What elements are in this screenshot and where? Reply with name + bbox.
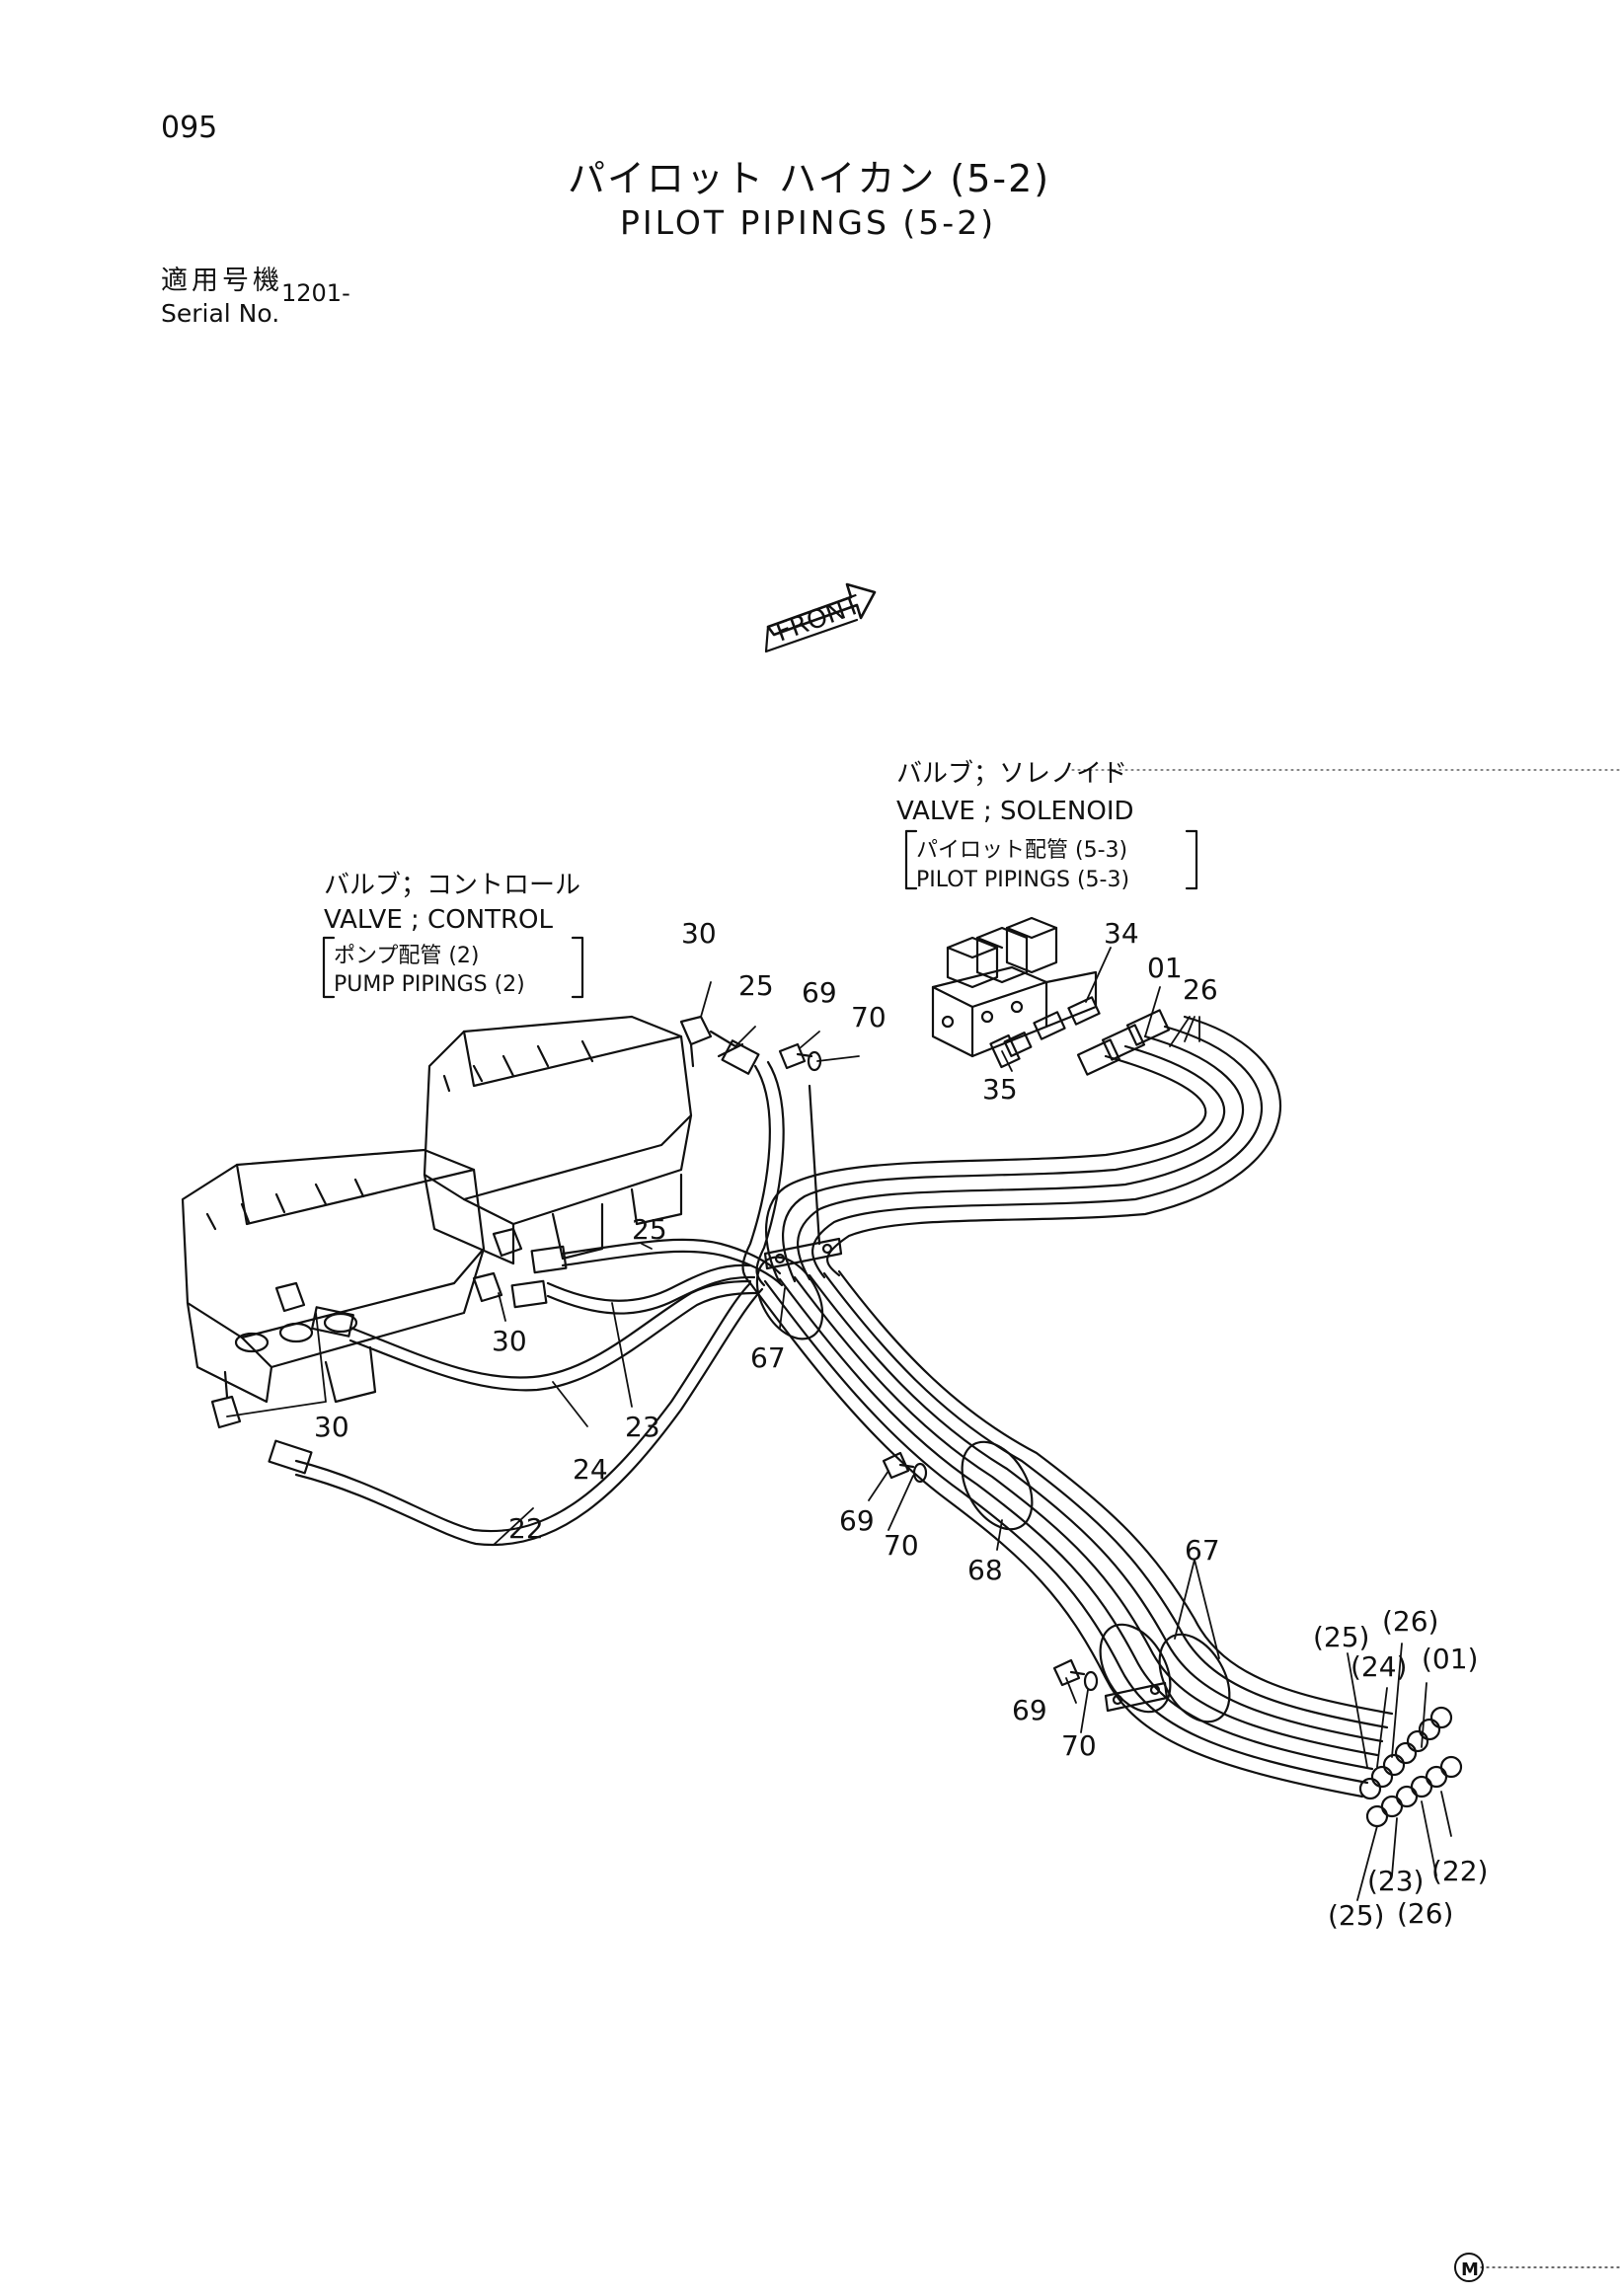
hose-23	[546, 1263, 752, 1302]
control-label-ja: バルブ；コントロール	[324, 871, 580, 900]
callout-25: 25	[632, 1213, 667, 1246]
solenoid-see-ja: パイロット配管 (5-3)	[916, 838, 1127, 863]
callout-68: 68	[967, 1554, 1003, 1586]
callout-22-ref: (22)	[1431, 1855, 1488, 1887]
connector-34	[1003, 996, 1101, 1057]
callout-67: 67	[750, 1341, 786, 1374]
front-arrow-label: FRONT	[772, 590, 865, 649]
control-valve-rear	[423, 1015, 693, 1265]
callout-70: 70	[884, 1529, 919, 1562]
front-arrow-icon: FRONT	[764, 582, 877, 653]
washer-70-middle	[912, 1462, 928, 1484]
solenoid-label-ja: バルブ；ソレノイド	[896, 759, 1127, 789]
footer-mark-icon: M	[1454, 2253, 1484, 2282]
hose-bundle-upper	[765, 1015, 1281, 1285]
callout-70: 70	[851, 1001, 887, 1033]
callout-69: 69	[802, 976, 837, 1009]
bolt-69-top	[778, 1042, 813, 1070]
page-title-japanese: パイロット ハイカン (5-2)	[568, 157, 1051, 200]
bolt-69-lower	[1052, 1658, 1086, 1687]
callout-35: 35	[982, 1073, 1018, 1106]
elbow-fitting-30-upper	[679, 1015, 713, 1068]
solenoid-reference-bracket	[904, 829, 1198, 890]
connector-35	[989, 1033, 1021, 1069]
solenoid-see-en: PILOT PIPINGS (5-3)	[916, 868, 1129, 892]
hose-end-connectors	[1358, 1706, 1463, 1828]
hose-22	[294, 1281, 752, 1533]
washer-70-lower	[1083, 1670, 1099, 1692]
control-see-en: PUMP PIPINGS (2)	[334, 972, 525, 997]
bracket-67-top	[755, 1084, 843, 1340]
callout-24: 24	[573, 1453, 608, 1486]
leader-lines	[226, 947, 1452, 1901]
control-see-ja: ポンプ配管 (2)	[334, 944, 480, 968]
control-reference-bracket	[322, 936, 584, 999]
solenoid-valve-block	[931, 916, 1098, 1058]
hose-25	[561, 1238, 782, 1275]
callout-25-ref: (25)	[1328, 1899, 1384, 1932]
callout-30: 30	[492, 1325, 527, 1357]
elbow-fitting-30-lower	[210, 1281, 306, 1429]
callout-01-ref: (01)	[1422, 1643, 1478, 1675]
callout-25-ref: (25)	[1313, 1621, 1369, 1653]
solenoid-label-en: VALVE ; SOLENOID	[896, 797, 1134, 826]
bracket-67-lower	[1099, 1623, 1231, 1723]
serial-number-value: 1201-	[281, 279, 350, 307]
callout-01: 01	[1147, 952, 1183, 984]
elbow-fitting-30-mid	[472, 1227, 523, 1303]
callout-69: 69	[839, 1504, 875, 1537]
callout-26: 26	[1183, 973, 1218, 1006]
serial-label-japanese: 適用号機	[161, 266, 283, 296]
callout-67: 67	[1185, 1534, 1220, 1567]
page-title-english: PILOT PIPINGS (5-2)	[620, 203, 997, 242]
bolt-69-middle	[882, 1451, 915, 1480]
clamp-68	[961, 1440, 1034, 1531]
callout-24-ref: (24)	[1350, 1650, 1407, 1683]
callout-30: 30	[314, 1411, 349, 1443]
callout-25: 25	[738, 969, 774, 1002]
callout-26-ref: (26)	[1397, 1897, 1453, 1930]
callout-70: 70	[1061, 1729, 1097, 1762]
hose-bundle-main	[748, 1269, 1394, 1799]
callout-22: 22	[508, 1512, 544, 1545]
hose-25-vertical	[741, 1064, 771, 1285]
control-valve-front	[181, 1148, 486, 1404]
callout-23-ref: (23)	[1367, 1865, 1424, 1897]
callout-34: 34	[1104, 917, 1139, 950]
callout-69: 69	[1012, 1694, 1047, 1726]
callout-26-ref: (26)	[1382, 1605, 1438, 1638]
callout-23: 23	[625, 1411, 660, 1443]
callout-30: 30	[681, 917, 717, 950]
page-number: 095	[161, 111, 218, 145]
footer-mark-letter: M	[1461, 2259, 1479, 2280]
control-label-en: VALVE ; CONTROL	[324, 905, 554, 935]
serial-label-english: Serial No.	[161, 299, 280, 328]
